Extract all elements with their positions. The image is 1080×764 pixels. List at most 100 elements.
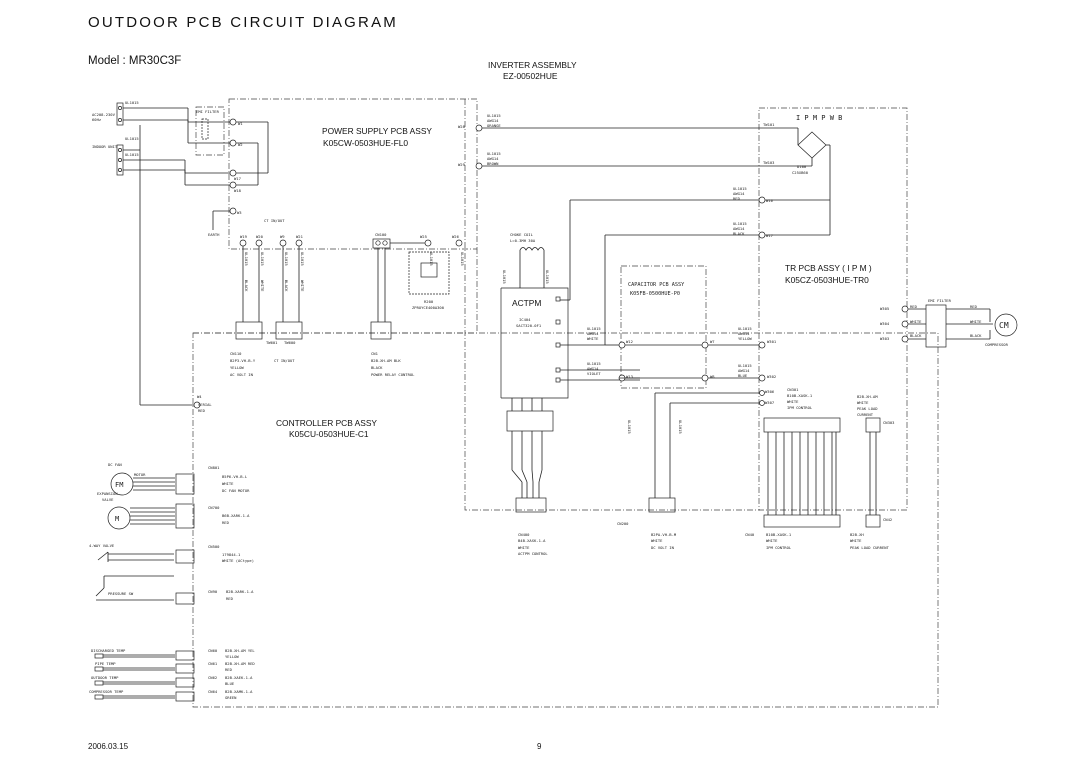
controller-pcb-title: CONTROLLER PCB ASSY xyxy=(276,418,377,428)
cn110-connector xyxy=(235,321,263,340)
svg-text:UL1015: UL1015 xyxy=(502,270,507,284)
svg-text:CN61: CN61 xyxy=(208,661,218,666)
ct-inout-label: CT IN/OUT xyxy=(264,218,285,223)
svg-text:RED: RED xyxy=(226,596,234,601)
ipm-control-bundle xyxy=(767,432,877,515)
compressor-label: COMPRESSOR xyxy=(985,342,1009,347)
svg-text:YELLOW: YELLOW xyxy=(738,336,752,341)
svg-text:UL1015: UL1015 xyxy=(429,252,434,266)
svg-text:W302: W302 xyxy=(767,374,776,379)
terminal-markers xyxy=(118,106,122,172)
svg-text:CN200: CN200 xyxy=(617,521,629,526)
d100-label: D100 xyxy=(797,164,807,169)
svg-text:W12: W12 xyxy=(626,339,633,344)
svg-text:W303: W303 xyxy=(880,336,889,341)
svg-text:MOTOR: MOTOR xyxy=(134,472,146,477)
page-title: OUTDOOR PCB CIRCUIT DIAGRAM xyxy=(88,14,398,31)
svg-text:B2B-XH-AM RED: B2B-XH-AM RED xyxy=(225,661,255,666)
svg-text:UL1015: UL1015 xyxy=(244,252,249,266)
ac-terminal-block xyxy=(116,102,124,126)
svg-text:RED: RED xyxy=(222,520,230,525)
r200-relay xyxy=(408,251,450,295)
cable-labels-power: UL1015 UL1015 UL1015 UL1015 BLACK WHITE … xyxy=(244,252,465,292)
svg-text:UL1015: UL1015 xyxy=(125,100,139,105)
svg-text:AWG14: AWG14 xyxy=(487,156,499,161)
svg-text:UL1015: UL1015 xyxy=(260,252,265,266)
svg-text:W306: W306 xyxy=(765,389,775,394)
cn100-connector xyxy=(372,238,391,249)
compressor-wires xyxy=(908,308,993,340)
svg-text:W25: W25 xyxy=(420,234,427,239)
svg-text:B2B-XAMK-1-A: B2B-XAMK-1-A xyxy=(225,689,253,694)
cn301-connector xyxy=(763,417,841,433)
svg-text:DC FAN MOTOR: DC FAN MOTOR xyxy=(222,488,250,493)
ac-power-label: AC208-230V xyxy=(92,112,116,117)
inverter-left-boundary xyxy=(464,99,760,511)
svg-text:W8: W8 xyxy=(710,374,715,379)
svg-text:WHITE: WHITE xyxy=(587,336,599,341)
svg-text:COMPRESSOR TEMP: COMPRESSOR TEMP xyxy=(89,689,124,694)
svg-text:CT IN/OUT: CT IN/OUT xyxy=(274,358,295,363)
r200-label: R200 xyxy=(424,299,434,304)
svg-text:BLACK: BLACK xyxy=(970,333,982,338)
svg-text:WHITE: WHITE xyxy=(766,538,778,543)
cn400-connector xyxy=(515,497,547,513)
valve-motor-icon xyxy=(107,506,131,530)
svg-text:ORANGE: ORANGE xyxy=(487,123,501,128)
svg-text:W7: W7 xyxy=(710,339,715,344)
choke-coil-icon xyxy=(519,247,545,251)
svg-text:CN400: CN400 xyxy=(518,532,530,537)
svg-text:W17: W17 xyxy=(766,233,773,238)
svg-text:UL1015: UL1015 xyxy=(733,186,747,191)
svg-text:UL1015: UL1015 xyxy=(733,221,747,226)
ipm-pwb-label: I P M P W B xyxy=(796,114,842,122)
svg-text:WHITE: WHITE xyxy=(300,280,305,292)
svg-text:EMI FILTER: EMI FILTER xyxy=(928,298,952,303)
model-number: Model : MR30C3F xyxy=(88,55,181,67)
svg-text:IPM CONTROL: IPM CONTROL xyxy=(766,545,792,550)
svg-text:RED: RED xyxy=(910,304,918,309)
svg-text:FM: FM xyxy=(115,481,123,489)
capacitor-wires xyxy=(605,344,759,379)
svg-text:W13: W13 xyxy=(626,374,633,379)
svg-text:CN700: CN700 xyxy=(208,505,220,510)
cn200-connector xyxy=(648,497,676,513)
svg-text:BLUE: BLUE xyxy=(225,681,235,686)
four-way-valve-icon xyxy=(97,551,174,562)
thermistor-icon xyxy=(94,653,104,700)
svg-text:W18: W18 xyxy=(234,188,242,193)
emi-filter-label: EMI FILTER xyxy=(196,109,220,114)
svg-text:UL1015: UL1015 xyxy=(587,326,601,331)
ac-input-wires xyxy=(123,107,230,215)
svg-text:CN303: CN303 xyxy=(883,420,894,425)
svg-text:TW600: TW600 xyxy=(284,340,296,345)
cn303-connector xyxy=(865,417,881,433)
cn110-label: CN110 xyxy=(230,351,242,356)
svg-text:CN40: CN40 xyxy=(745,532,755,537)
svg-text:W29: W29 xyxy=(458,162,466,167)
inverter-assembly-title: INVERTER ASSEMBLY xyxy=(488,60,577,70)
svg-text:B10B-XASK-1: B10B-XASK-1 xyxy=(766,532,792,537)
svg-text:B2B-XAEK-1-A: B2B-XAEK-1-A xyxy=(225,675,253,680)
svg-text:B2B-XARK-1-A: B2B-XARK-1-A xyxy=(226,589,254,594)
dc-bus-wires xyxy=(569,145,831,345)
actpm-control-bundle xyxy=(511,398,543,498)
controller-feed-wires xyxy=(242,246,386,322)
svg-text:W4: W4 xyxy=(197,394,202,399)
svg-text:4-WAY VALVE: 4-WAY VALVE xyxy=(89,543,115,548)
svg-text:C25XB60: C25XB60 xyxy=(792,170,809,175)
svg-text:UL1015: UL1015 xyxy=(587,361,601,366)
fan-motor-wires xyxy=(133,477,175,491)
svg-text:W20: W20 xyxy=(256,234,264,239)
svg-text:EXPANSION: EXPANSION xyxy=(97,491,118,496)
switch-icon xyxy=(95,575,174,601)
svg-text:YELLOW: YELLOW xyxy=(230,365,244,370)
svg-text:WHITE: WHITE xyxy=(518,545,530,550)
svg-text:W21: W21 xyxy=(296,234,304,239)
svg-text:TW601: TW601 xyxy=(266,340,278,345)
svg-text:B6B-XARK-1-A: B6B-XARK-1-A xyxy=(222,513,250,518)
capacitor-pcb-code: K05FB-0500HUE-P0 xyxy=(630,291,680,297)
svg-text:RED: RED xyxy=(733,196,741,201)
inverter-input-wires xyxy=(482,127,762,167)
svg-text:AWG14: AWG14 xyxy=(587,331,599,336)
